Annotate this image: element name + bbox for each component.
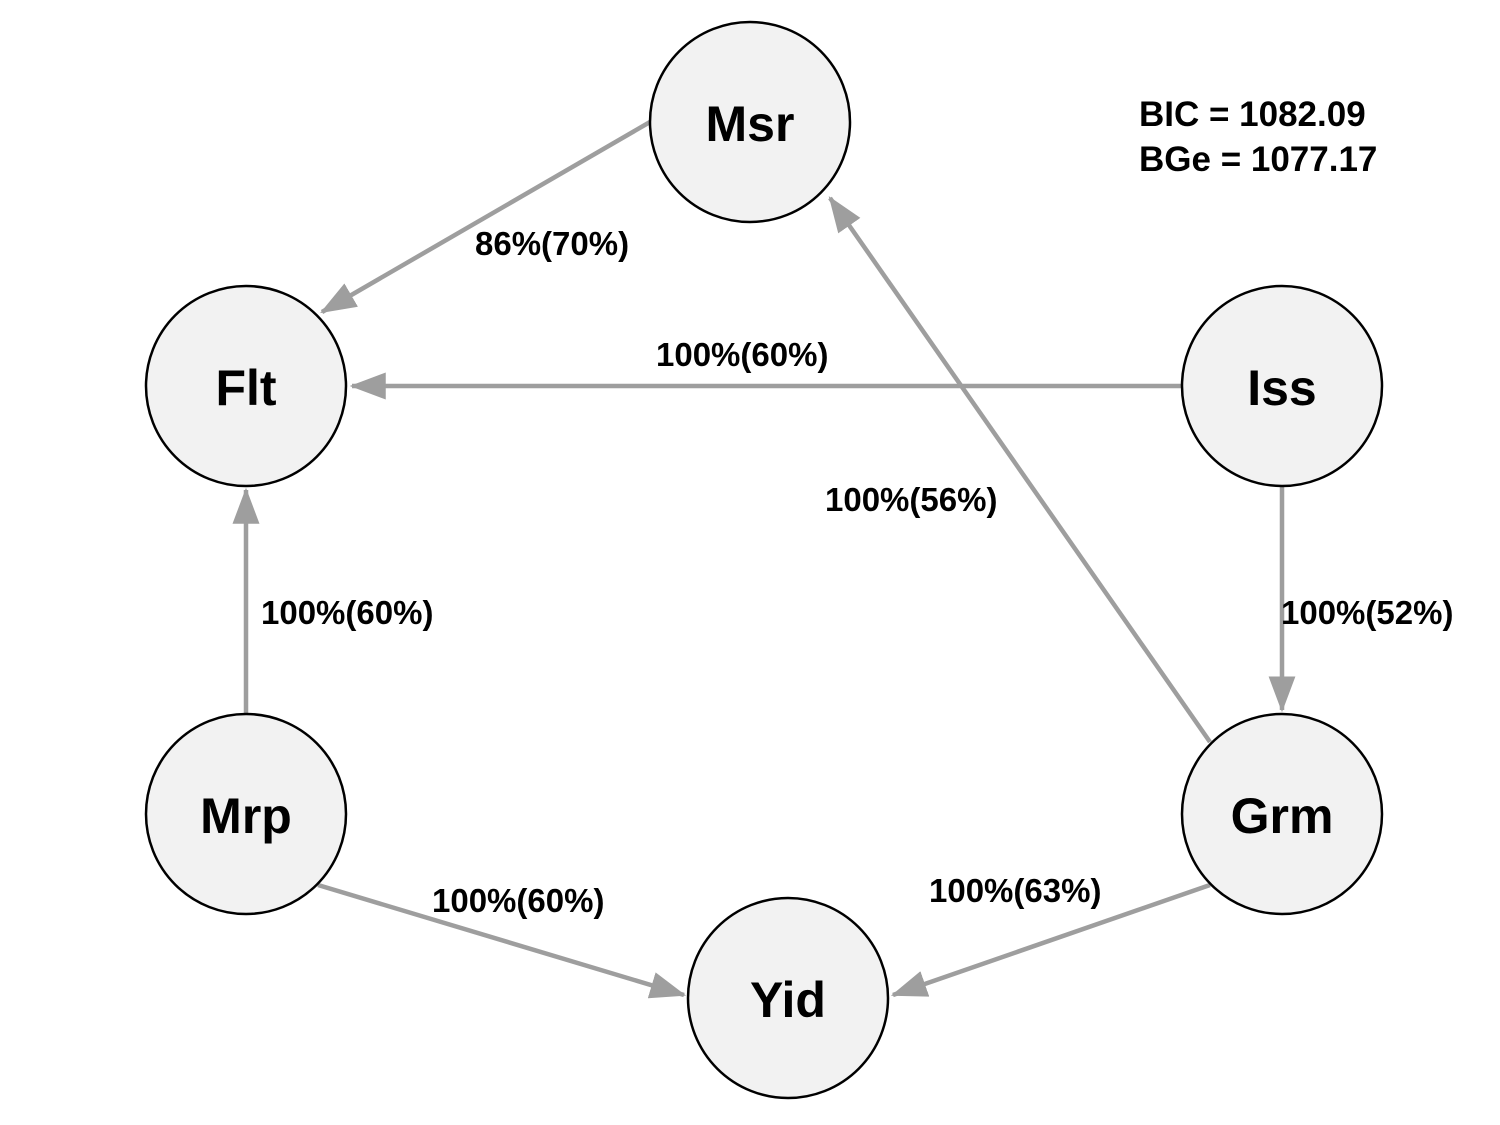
- edges: [232, 120, 1296, 999]
- node-msr: Msr: [648, 20, 852, 224]
- bic-score: BIC = 1082.09: [1139, 95, 1366, 134]
- node-iss: Iss: [1180, 284, 1384, 488]
- node-label-iss: Iss: [1247, 360, 1317, 416]
- node-mrp: Mrp: [144, 712, 348, 916]
- node-grm: Grm: [1180, 712, 1384, 916]
- node-flt: Flt: [144, 284, 348, 488]
- edge-label-iss-grm: 100%(52%): [1281, 594, 1453, 631]
- bge-score: BGe = 1077.17: [1139, 140, 1377, 179]
- edge-mrp-yid: [317, 882, 687, 999]
- node-yid: Yid: [686, 896, 890, 1100]
- edge-label-msr-flt: 86%(70%): [475, 225, 629, 262]
- node-label-flt: Flt: [215, 360, 276, 416]
- edge-label-grm-yid: 100%(63%): [929, 872, 1101, 909]
- edge-label-iss-flt: 100%(60%): [656, 336, 828, 373]
- edge-grm-msr: [828, 196, 1212, 744]
- edge-label-grm-msr: 100%(56%): [825, 481, 997, 518]
- node-label-mrp: Mrp: [200, 788, 292, 844]
- edge-label-mrp-yid: 100%(60%): [432, 882, 604, 919]
- scores: BIC = 1082.09 BGe = 1077.17: [1139, 95, 1377, 179]
- edge-grm-yid: [890, 882, 1211, 998]
- node-label-msr: Msr: [706, 96, 795, 152]
- edge-labels: 86%(70%) 100%(60%) 100%(56%) 100%(52%) 1…: [261, 225, 1453, 919]
- edge-label-mrp-flt: 100%(60%): [261, 594, 433, 631]
- node-label-yid: Yid: [750, 972, 826, 1028]
- edge-msr-flt: [320, 120, 652, 314]
- node-label-grm: Grm: [1231, 788, 1334, 844]
